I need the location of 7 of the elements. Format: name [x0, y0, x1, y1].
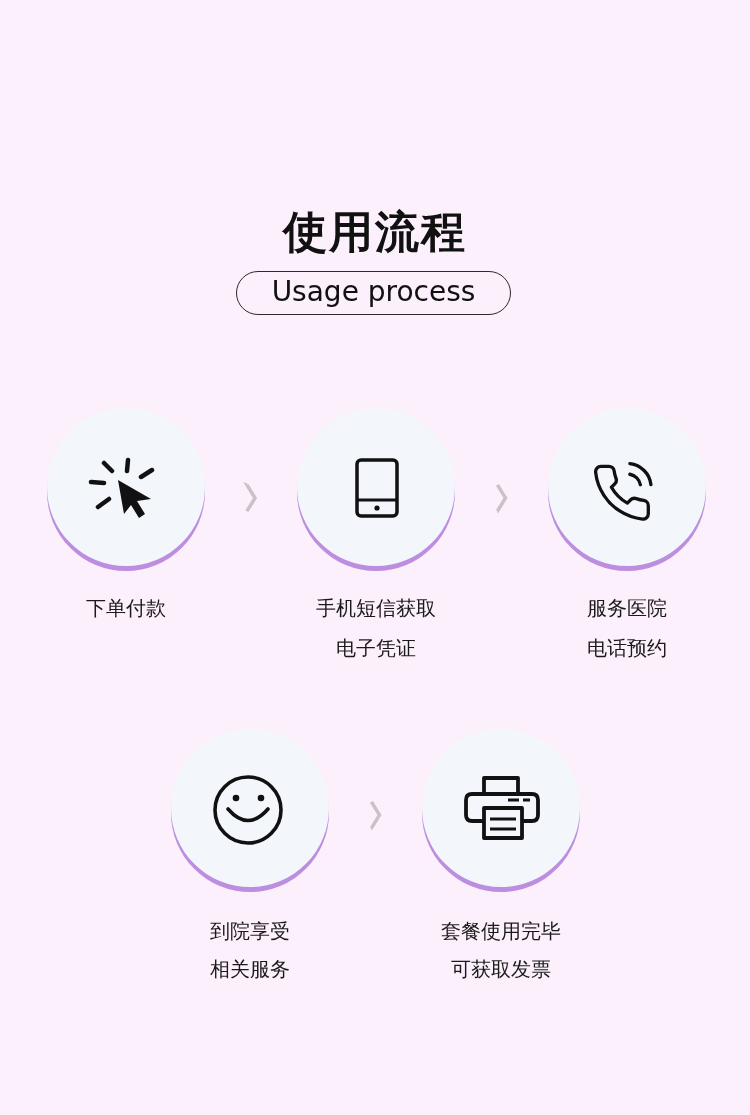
step-label: 套餐使用完毕可获取发票 [440, 918, 562, 983]
subtitle-text: Usage process [271, 274, 476, 310]
step-label: 到院享受相关服务 [209, 918, 291, 983]
step-label: 手机短信获取电子凭证 [315, 595, 437, 662]
page-title: 使用流程 [281, 205, 468, 259]
step-label: 服务医院电话预约 [586, 595, 668, 662]
step-label: 下单付款 [85, 595, 167, 622]
